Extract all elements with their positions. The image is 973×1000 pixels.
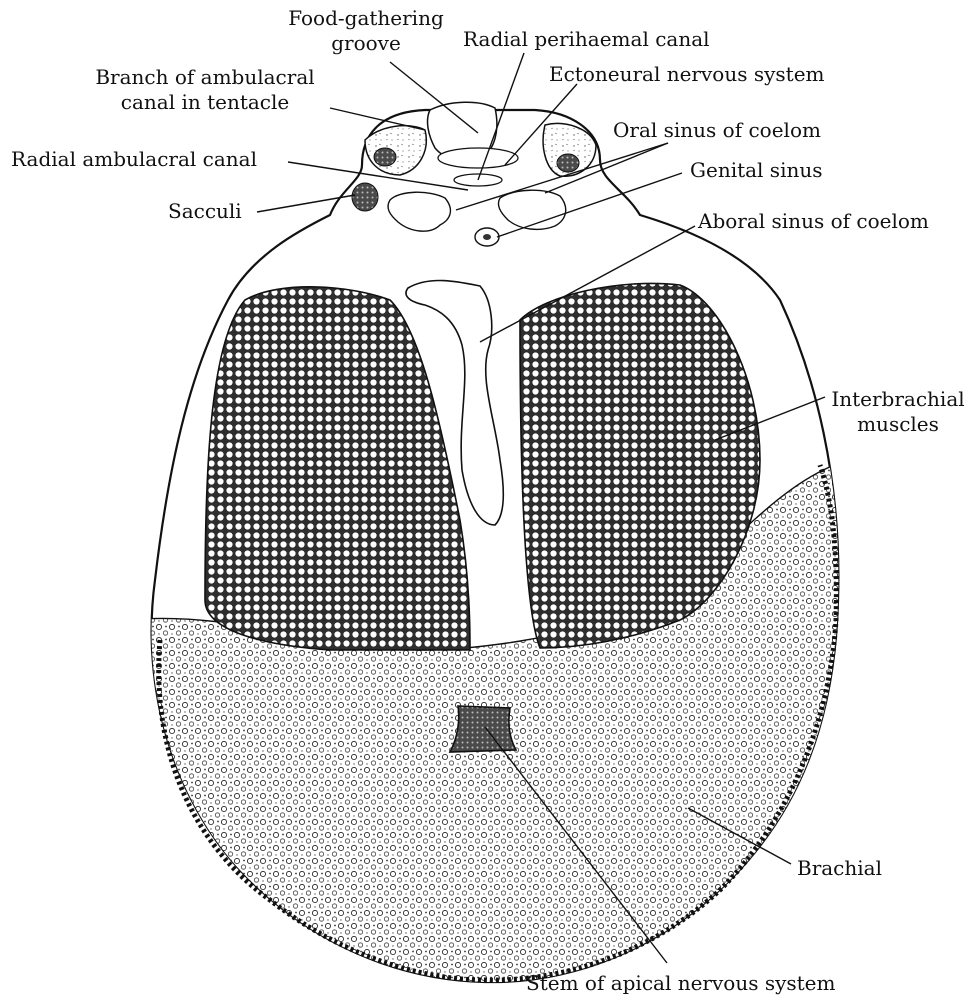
label-oral-sinus-of-coelom: Oral sinus of coelom — [613, 118, 821, 142]
sacculus-right — [557, 154, 579, 172]
label-branch-ambulacral-line2: canal in tentacle — [121, 90, 289, 114]
label-radial-ambulacral-canal: Radial ambulacral canal — [11, 147, 257, 171]
radial-perihaemal-canal-shape — [438, 148, 518, 168]
label-sacculi: Sacculi — [168, 199, 242, 223]
label-brachial: Brachial — [797, 856, 882, 880]
sacculus-lower — [352, 183, 378, 211]
label-interbrachial-line1: Interbrachial — [831, 387, 964, 411]
ambulacral-region — [352, 102, 596, 246]
label-branch-ambulacral-line1: Branch of ambulacral — [95, 65, 314, 89]
interbrachial-muscle-left — [205, 287, 470, 650]
label-stem-apical-nervous-system: Stem of apical nervous system — [526, 971, 836, 995]
sacculus-left — [374, 148, 396, 166]
leader-sacculi — [257, 195, 355, 212]
label-food-gathering-line2: groove — [331, 31, 401, 55]
label-genital-sinus: Genital sinus — [690, 158, 823, 182]
label-food-gathering-line1: Food-gathering — [288, 6, 444, 30]
label-radial-perihaemal-canal: Radial perihaemal canal — [463, 27, 710, 51]
label-ectoneural-nervous-system: Ectoneural nervous system — [549, 62, 825, 86]
apical-nerve-stem-shape — [450, 706, 516, 752]
oral-sinus — [388, 190, 566, 231]
label-interbrachial-line2: muscles — [857, 412, 939, 436]
label-aboral-sinus-of-coelom: Aboral sinus of coelom — [697, 209, 929, 233]
